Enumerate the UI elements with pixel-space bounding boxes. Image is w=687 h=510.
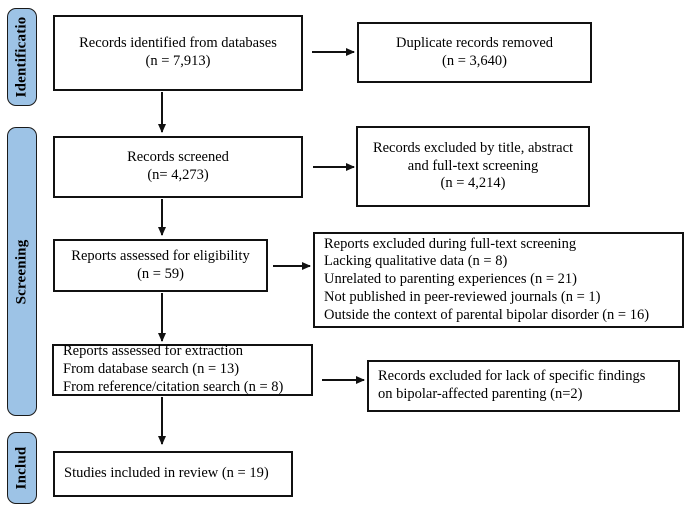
stage-label-identification: Identificatio — [7, 8, 37, 106]
arrow-screened-to-excluded — [313, 166, 354, 168]
box-records-excluded-findings-line1: Records excluded for lack of specific fi… — [378, 368, 646, 385]
box-studies-included-line1: Studies included in review (n = 19) — [64, 465, 269, 482]
box-reports-eligibility-line2: (n = 59) — [137, 265, 184, 282]
box-reports-extraction: Reports assessed for extraction From dat… — [52, 343, 313, 396]
box-records-excluded-screening-line2: and full-text screening — [407, 157, 539, 174]
arrow-identified-to-screened — [161, 92, 163, 132]
box-records-excluded-screening-line1: Records excluded by title, abstract — [372, 139, 574, 156]
box-reports-excluded-fulltext: Reports excluded during full-text screen… — [313, 232, 684, 328]
box-studies-included: Studies included in review (n = 19) — [53, 451, 293, 497]
box-records-excluded-screening-line3: (n = 4,214) — [440, 175, 506, 192]
arrow-extraction-to-included — [161, 397, 163, 444]
box-records-screened: Records screened (n= 4,273) — [53, 136, 303, 198]
box-reports-eligibility-line1: Reports assessed for eligibility — [71, 247, 250, 264]
box-duplicates-removed: Duplicate records removed (n = 3,640) — [357, 22, 592, 83]
box-reports-excluded-fulltext-line2: Lacking qualitative data (n = 8) — [324, 253, 508, 270]
box-records-excluded-findings: Records excluded for lack of specific fi… — [367, 360, 680, 412]
stage-label-identification-text: Identificatio — [13, 16, 30, 98]
stage-label-screening-text: Screening — [13, 239, 30, 304]
box-reports-excluded-fulltext-line5: Outside the context of parental bipolar … — [324, 306, 650, 323]
box-reports-extraction-line3: From reference/citation search (n = 8) — [63, 378, 284, 395]
box-duplicates-removed-line1: Duplicate records removed — [395, 34, 553, 51]
box-reports-extraction-line2: From database search (n = 13) — [63, 361, 240, 378]
box-reports-extraction-line1: Reports assessed for extraction — [63, 343, 243, 360]
box-records-identified: Records identified from databases (n = 7… — [53, 15, 303, 91]
stage-label-screening: Screening — [7, 127, 37, 416]
box-records-excluded-findings-line2: on bipolar-affected parenting (n=2) — [378, 386, 583, 402]
arrow-identified-to-duplicates — [312, 51, 354, 53]
arrow-extraction-to-excluded-findings — [322, 379, 364, 381]
box-reports-excluded-fulltext-line4: Not published in peer-reviewed journals … — [324, 288, 601, 305]
box-reports-excluded-fulltext-line1: Reports excluded during full-text screen… — [324, 235, 577, 252]
arrow-eligibility-to-excluded-fulltext — [273, 265, 310, 267]
arrow-screened-to-eligibility — [161, 199, 163, 235]
arrow-eligibility-to-extraction — [161, 293, 163, 341]
box-records-screened-line1: Records screened — [127, 149, 229, 166]
box-records-screened-line2: (n= 4,273) — [147, 167, 209, 183]
box-reports-excluded-fulltext-line3: Unrelated to parenting experiences (n = … — [324, 271, 577, 288]
stage-label-included: Includ — [7, 432, 37, 504]
stage-label-included-text: Includ — [13, 446, 30, 490]
box-records-identified-line1: Records identified from databases — [79, 35, 277, 52]
box-records-identified-line2: (n = 7,913) — [145, 53, 211, 69]
box-duplicates-removed-line2: (n = 3,640) — [442, 52, 507, 69]
box-reports-eligibility: Reports assessed for eligibility (n = 59… — [53, 239, 268, 292]
box-records-excluded-screening: Records excluded by title, abstract and … — [356, 126, 590, 207]
